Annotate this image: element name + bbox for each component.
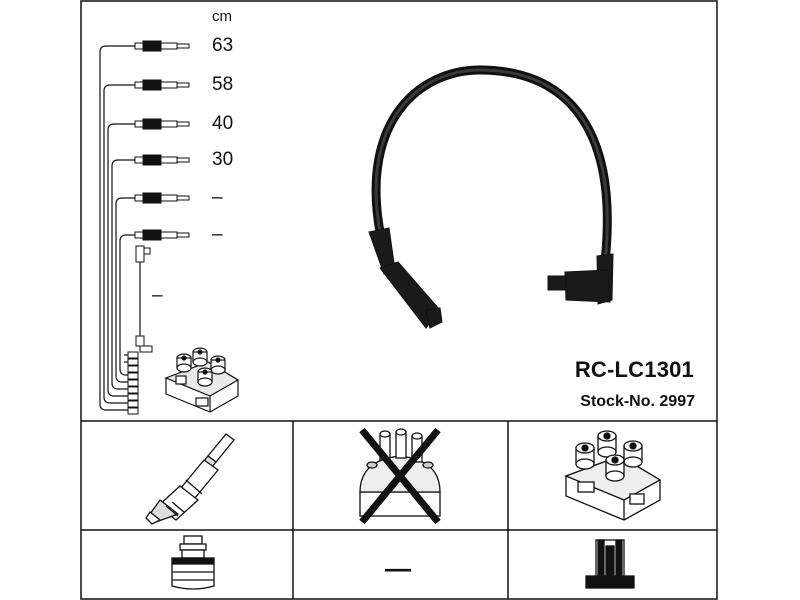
lead-length-5: –	[212, 187, 223, 208]
coil-connector-icon	[585, 539, 635, 589]
lead-length-schematic	[99, 45, 141, 411]
lead-length-1: 63	[212, 35, 234, 56]
lead-line-3	[107, 123, 135, 397]
lead-terminal-2	[134, 79, 190, 91]
lead-length-4: 30	[212, 149, 234, 170]
spark-plug-icon	[145, 433, 235, 525]
lead-line-2	[103, 84, 135, 404]
not-applicable-dash: —	[385, 553, 411, 583]
lead-line-6	[119, 234, 135, 376]
lead-terminal-4	[134, 154, 190, 166]
coil-lead-terminal	[135, 245, 153, 353]
ignition-coil-icon	[564, 430, 662, 521]
lead-line-4	[111, 159, 135, 390]
lead-terminals	[127, 40, 190, 415]
coil-lead-length: –	[152, 285, 163, 306]
lead-length-3: 40	[212, 113, 234, 134]
coil-pack-small-icon	[164, 347, 240, 413]
length-unit-label: cm	[212, 8, 232, 25]
lead-length-6: –	[212, 224, 223, 245]
plug-connector-icon	[171, 535, 215, 590]
product-code: RC-LC1301	[574, 357, 694, 382]
lead-line-5	[115, 197, 135, 383]
lead-terminal-1	[134, 40, 190, 52]
cable-boot-left	[368, 227, 443, 329]
lead-line-1	[99, 45, 135, 411]
not-included-cross-icon	[359, 427, 441, 525]
stock-number: Stock-No. 2997	[580, 393, 695, 410]
lead-end-terminals	[127, 351, 139, 415]
ignition-cable-illustration	[368, 65, 614, 329]
lead-terminal-3	[134, 118, 190, 130]
frame-grid	[80, 0, 718, 600]
lead-terminal-6	[134, 229, 190, 241]
cable-boot-right	[547, 253, 614, 305]
lead-terminal-5	[134, 192, 190, 204]
lead-length-2: 58	[212, 74, 234, 95]
